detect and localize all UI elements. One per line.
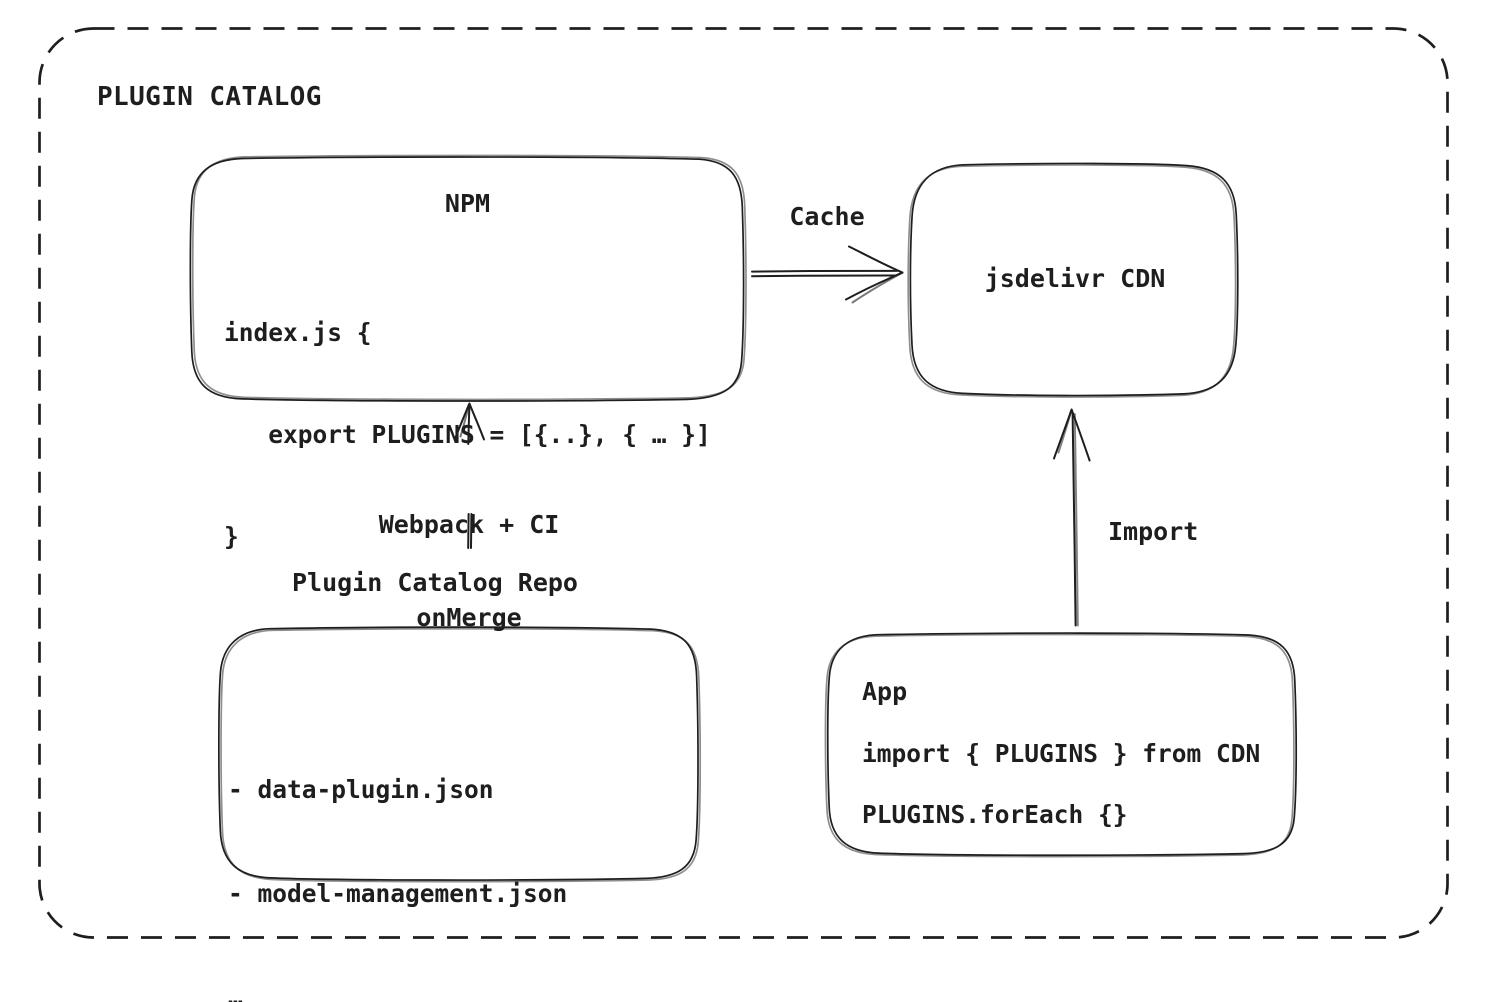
app-box-title: App [862,677,908,706]
repo-file-list: - data-plugin.json - model-management.js… [228,704,567,1002]
import-arrow-label: Import [1108,517,1199,546]
npm-code-line: index.js { [224,318,372,347]
app-code-line: PLUGINS.forEach {} [862,800,1128,829]
build-arrow [454,402,485,549]
npm-box-title: NPM [444,189,491,218]
cache-arrow-label: Cache [789,202,865,231]
repo-file-item: - data-plugin.json [228,775,494,804]
build-arrow-label-line: Webpack + CI [378,510,560,539]
catalog-dashed-frame [38,27,1449,939]
build-arrow-label-line: onMerge [416,603,522,632]
cache-arrow [751,245,904,304]
npm-code-line: export PLUGINS = [{..}, { … }] [224,420,711,449]
app-box-outline [824,632,1298,858]
cdn-box-outline [907,162,1239,398]
npm-code-line: } [224,522,239,551]
import-arrow [1053,408,1091,627]
npm-code-block: index.js { export PLUGINS = [{..}, { … }… [224,248,711,622]
repo-file-item: … [228,982,243,1002]
cdn-box-title: jsdelivr CDN [984,264,1166,293]
build-arrow-label: Webpack + CI onMerge [328,447,610,695]
repo-box-label: Plugin Catalog Repo [292,568,578,597]
repo-box-outline [218,626,702,883]
diagram-title: PLUGIN CATALOG [97,82,322,112]
repo-file-item: - model-management.json [228,878,568,908]
app-code-line: import { PLUGINS } from CDN [862,739,1261,768]
npm-box-outline [189,154,747,402]
